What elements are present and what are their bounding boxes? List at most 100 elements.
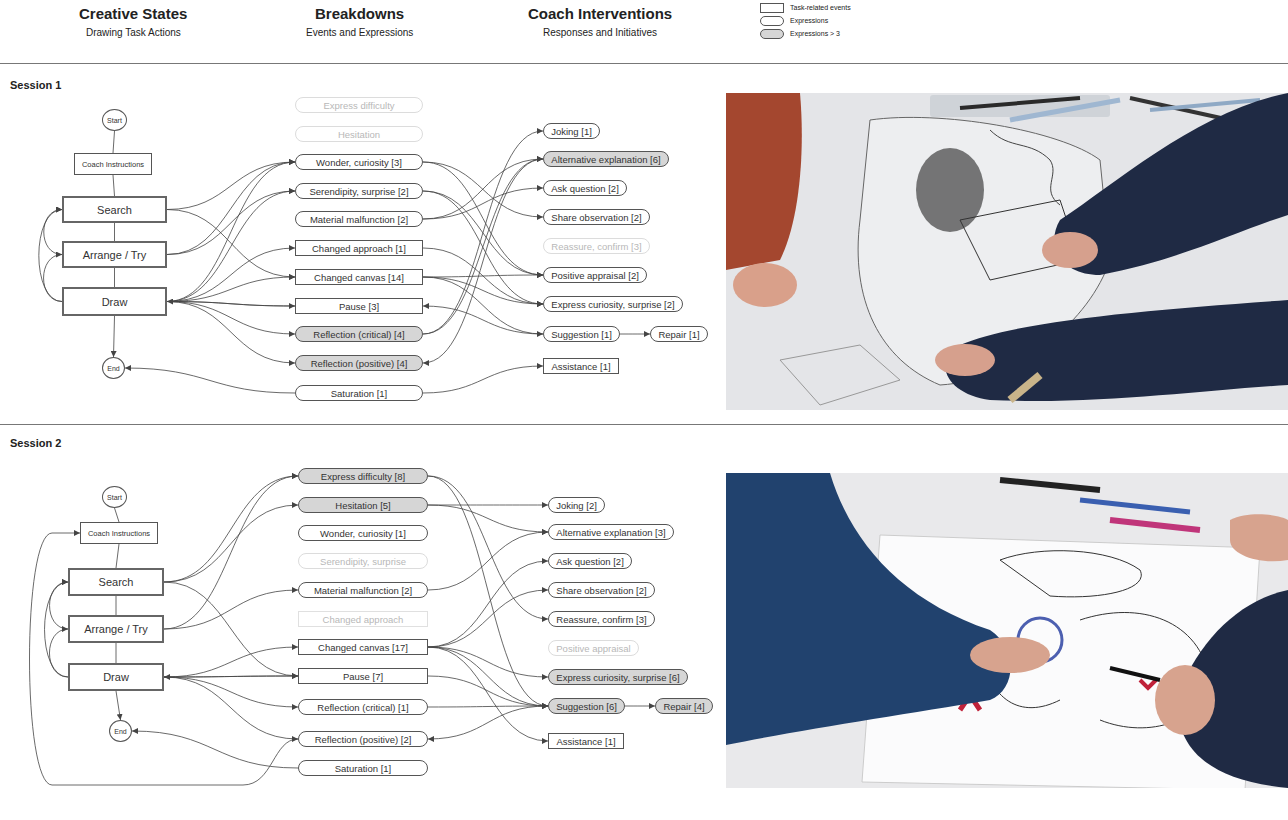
drawing-detail [1042, 232, 1098, 268]
node-label: Hesitation [5] [335, 500, 390, 511]
connector [164, 476, 298, 582]
drawing-detail [1155, 665, 1215, 735]
drawing-detail [0, 424, 1288, 425]
node-label: Changed approach [1] [312, 243, 406, 254]
node-label: Repair [4] [663, 701, 704, 712]
node-label: Reflection (positive) [4] [311, 358, 408, 369]
state-box: Arrange / Try [68, 615, 164, 643]
node-label: Coach Instructions [88, 529, 150, 538]
event-box: Assistance [1] [543, 358, 619, 374]
node-label: Express curiosity, surprise [2] [551, 299, 674, 310]
event-box: Pause [7] [298, 668, 428, 684]
drawing-detail [1110, 668, 1160, 680]
node-label: Share observation [2] [556, 585, 646, 596]
connector [423, 159, 543, 334]
node-label: Express curiosity, surprise [6] [556, 672, 679, 683]
node-label: Changed canvas [14] [314, 272, 404, 283]
node-label: Reflection (positive) [2] [315, 734, 412, 745]
connector [625, 706, 655, 707]
node-label: End [114, 728, 126, 735]
drawing-detail [1110, 520, 1200, 530]
node-label: Ask question [2] [556, 556, 624, 567]
node-label: Wonder, curiosity [1] [320, 528, 406, 539]
expression-ellipse: Material malfunction [2] [298, 582, 428, 598]
connector [113, 175, 115, 196]
drawing-detail [1080, 500, 1190, 512]
connector [114, 268, 115, 287]
connector [164, 676, 298, 677]
connector [167, 162, 295, 302]
connector [423, 306, 543, 334]
drawing-detail [1010, 100, 1120, 120]
connector [428, 647, 548, 677]
drawing-detail [726, 473, 1011, 745]
instruction-box: Coach Instructions [80, 522, 158, 544]
drawing-detail [1230, 514, 1288, 561]
node-label: Material malfunction [2] [310, 214, 408, 225]
connector [116, 691, 121, 720]
node-label: Start [107, 494, 122, 501]
connector [164, 677, 298, 739]
terminal-circle: End [102, 357, 125, 379]
frequent-expression-ellipse: Reflection (positive) [4] [295, 355, 423, 371]
connector [428, 561, 548, 647]
expression-ellipse: Saturation [1] [298, 760, 428, 776]
node-label: Alternative explanation [3] [556, 527, 665, 538]
node-label: Pause [3] [339, 301, 379, 312]
connector [428, 476, 548, 619]
instruction-box: Coach Instructions [74, 153, 152, 175]
expression-ellipse: Ask question [2] [548, 553, 632, 569]
connector [167, 210, 295, 278]
frequent-expression-ellipse: Suggestion [6] [548, 698, 625, 714]
node-label: Suggestion [6] [556, 701, 617, 712]
node-label: Pause [7] [343, 671, 383, 682]
connector [164, 582, 298, 676]
column-heading: Breakdowns [315, 5, 404, 22]
expression-ellipse: Share observation [2] [548, 582, 655, 598]
terminal-circle: Start [102, 486, 127, 508]
drawing-detail [1010, 375, 1040, 400]
drawing-detail [946, 300, 1288, 401]
frequent-expression-ellipse: Reflection (critical) [4] [295, 326, 423, 342]
node-label: Start [107, 117, 122, 124]
connector [39, 210, 62, 302]
terminal-circle: End [109, 720, 132, 742]
connector [49, 629, 68, 677]
connector [167, 302, 295, 364]
drawing-detail [1000, 480, 1100, 490]
drawing-detail [990, 130, 1060, 205]
node-label: Draw [103, 671, 129, 683]
state-box: Search [68, 568, 164, 596]
node-label: Assistance [1] [551, 361, 610, 372]
node-label: Express difficulty [8] [321, 471, 405, 482]
connector [116, 643, 117, 663]
column-heading: Creative States [79, 5, 187, 22]
node-label: Arrange / Try [84, 623, 148, 635]
event-box: Changed canvas [14] [295, 269, 423, 285]
node-label: Alternative explanation [6] [551, 154, 660, 165]
connector [116, 544, 119, 568]
inactive-event-box: Changed approach [298, 611, 428, 627]
connector [113, 131, 115, 153]
connector [167, 162, 295, 210]
connector [164, 677, 298, 707]
expression-ellipse: Wonder, curiosity [1] [298, 525, 428, 541]
connector [428, 532, 548, 590]
legend-label: Expressions [790, 17, 828, 24]
connector [164, 476, 298, 629]
frequent-expression-ellipse: Alternative explanation [6] [543, 151, 669, 167]
legend-label: Task-related events [790, 4, 851, 11]
drawing-detail [726, 93, 802, 270]
column-heading: Drawing Task Actions [86, 27, 181, 38]
connector [132, 731, 298, 768]
state-box: Draw [68, 663, 164, 691]
session-label: Session 1 [10, 79, 61, 91]
drawing-detail [935, 344, 995, 376]
connector [116, 596, 117, 615]
event-box: Changed canvas [17] [298, 639, 428, 655]
connector [167, 277, 295, 302]
frequent-expression-ellipse: Express curiosity, surprise [6] [548, 669, 688, 685]
node-label: Arrange / Try [83, 249, 147, 261]
drawing-detail [726, 93, 1288, 410]
